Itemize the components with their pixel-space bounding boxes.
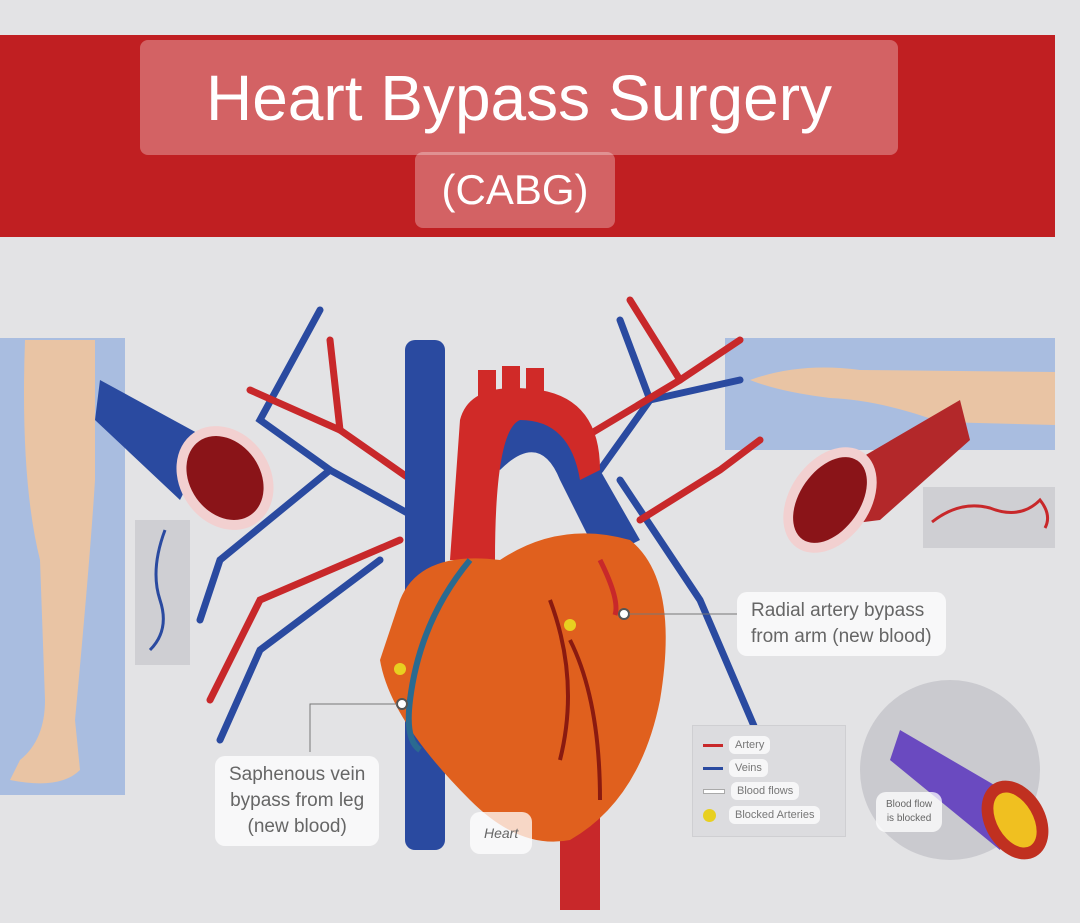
heart-shape <box>380 533 666 842</box>
yellow-dot-icon <box>703 808 716 822</box>
leg-image <box>10 340 95 784</box>
legend: Artery Veins Blood flows Blocked Arterie… <box>692 725 846 837</box>
vein-graft-box <box>135 520 190 665</box>
label-line: (new blood) <box>247 816 347 837</box>
legend-label: Veins <box>729 759 768 777</box>
page-title: Heart Bypass Surgery <box>140 40 898 155</box>
label-line: Saphenous vein <box>229 764 366 785</box>
legend-item-blocked: Blocked Arteries <box>703 806 821 824</box>
legend-label: Artery <box>729 736 771 754</box>
label-line: Blood flow <box>886 799 933 810</box>
page-subtitle: (CABG) <box>415 152 615 228</box>
blocked-flow-label: Blood flow is blocked <box>876 792 943 832</box>
heart-label: Heart <box>470 812 533 854</box>
arm-image <box>750 367 1055 425</box>
legend-item-veins: Veins <box>703 759 768 777</box>
artery-arrow-icon <box>703 743 723 747</box>
saphenous-vein-label: Saphenous vein bypass from leg (new bloo… <box>215 756 380 846</box>
legend-label: Blood flows <box>731 782 800 800</box>
legend-item-blood-flows: Blood flows <box>703 782 800 800</box>
label-line: is blocked <box>886 813 932 824</box>
radial-artery-label: Radial artery bypass from arm (new blood… <box>737 592 946 656</box>
label-line: from arm (new blood) <box>751 626 932 647</box>
legend-item-artery: Artery <box>703 736 771 754</box>
vein-arrow-icon <box>703 766 723 770</box>
legend-label: Blocked Arteries <box>729 806 821 824</box>
title-banner <box>0 35 1055 237</box>
label-line: Radial artery bypass <box>751 600 925 621</box>
flow-arrow-icon <box>703 788 725 794</box>
artery-graft-box <box>923 487 1055 548</box>
label-line: bypass from leg <box>230 790 365 811</box>
